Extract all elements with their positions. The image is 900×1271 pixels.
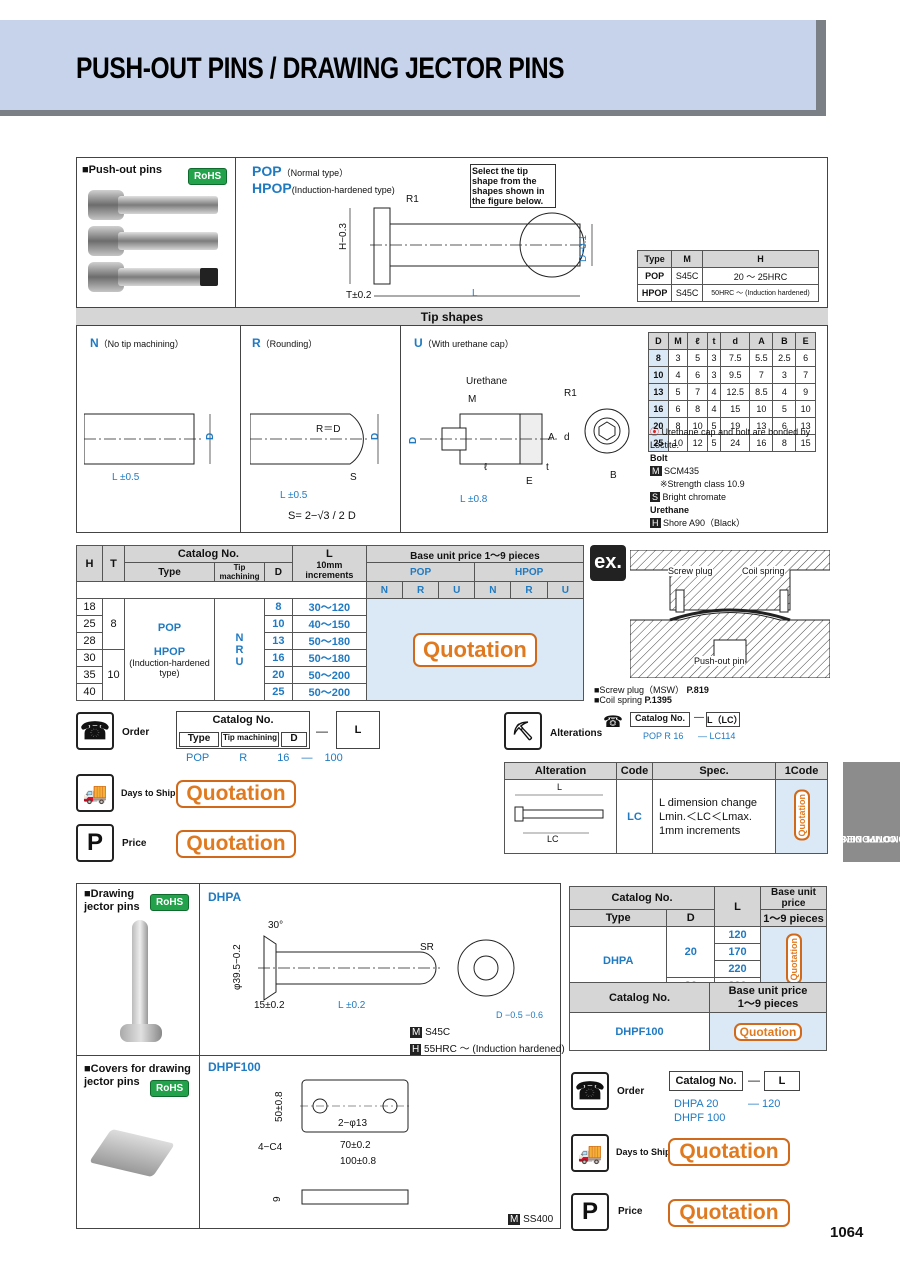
callout-box: Select the tip shape from the shapes sho… — [470, 164, 556, 208]
jector-pin-drawing — [258, 935, 515, 1001]
side-tab: LOCATING COMPONENTSFOR AUTOMOTIVE DIES — [832, 762, 900, 862]
ex-diagram — [630, 550, 830, 678]
price-icon: P — [76, 824, 114, 862]
page-header: PUSH-OUT PINS / DRAWING JECTOR PINS — [0, 20, 826, 116]
section-label: ■Push-out pins — [82, 164, 162, 176]
cover-drawing — [300, 1079, 410, 1205]
ex-badge: ex. — [590, 545, 626, 581]
tip-shapes-header: Tip shapes — [76, 307, 828, 326]
pop-drawing — [349, 207, 593, 297]
material-notes: ⦿ Urethane cap and bolt are bonded by Lo… — [650, 427, 811, 528]
jector-pin-photo — [120, 920, 164, 1044]
push-out-pins-section — [76, 157, 828, 533]
phone-icon: ☎ — [76, 712, 114, 750]
pop-label: POP — [252, 163, 282, 179]
page-number: 1064 — [830, 1224, 864, 1241]
page-title: PUSH-OUT PINS / DRAWING JECTOR PINS — [76, 52, 565, 85]
phone-icon: ☎ — [571, 1072, 609, 1110]
tip-n-drawing — [84, 413, 211, 465]
truck-icon: 🚚 — [76, 774, 114, 812]
truck-icon: 🚚 — [571, 1134, 609, 1172]
price-icon: P — [571, 1193, 609, 1231]
hpop-label: HPOP — [252, 180, 292, 196]
drill-icon: ⛏ — [504, 712, 542, 750]
tip-u-drawing — [420, 413, 560, 465]
tip-r-drawing — [250, 413, 379, 465]
quotation-badge: Quotation — [412, 632, 537, 667]
phone-icon-small: ☎ — [603, 714, 623, 731]
order-code-box: Catalog No. Type Tip machining D — [176, 711, 310, 749]
hex-socket-view — [584, 408, 630, 454]
drawing-jector-section — [76, 883, 561, 1229]
rohs-badge: RoHS — [188, 168, 228, 185]
